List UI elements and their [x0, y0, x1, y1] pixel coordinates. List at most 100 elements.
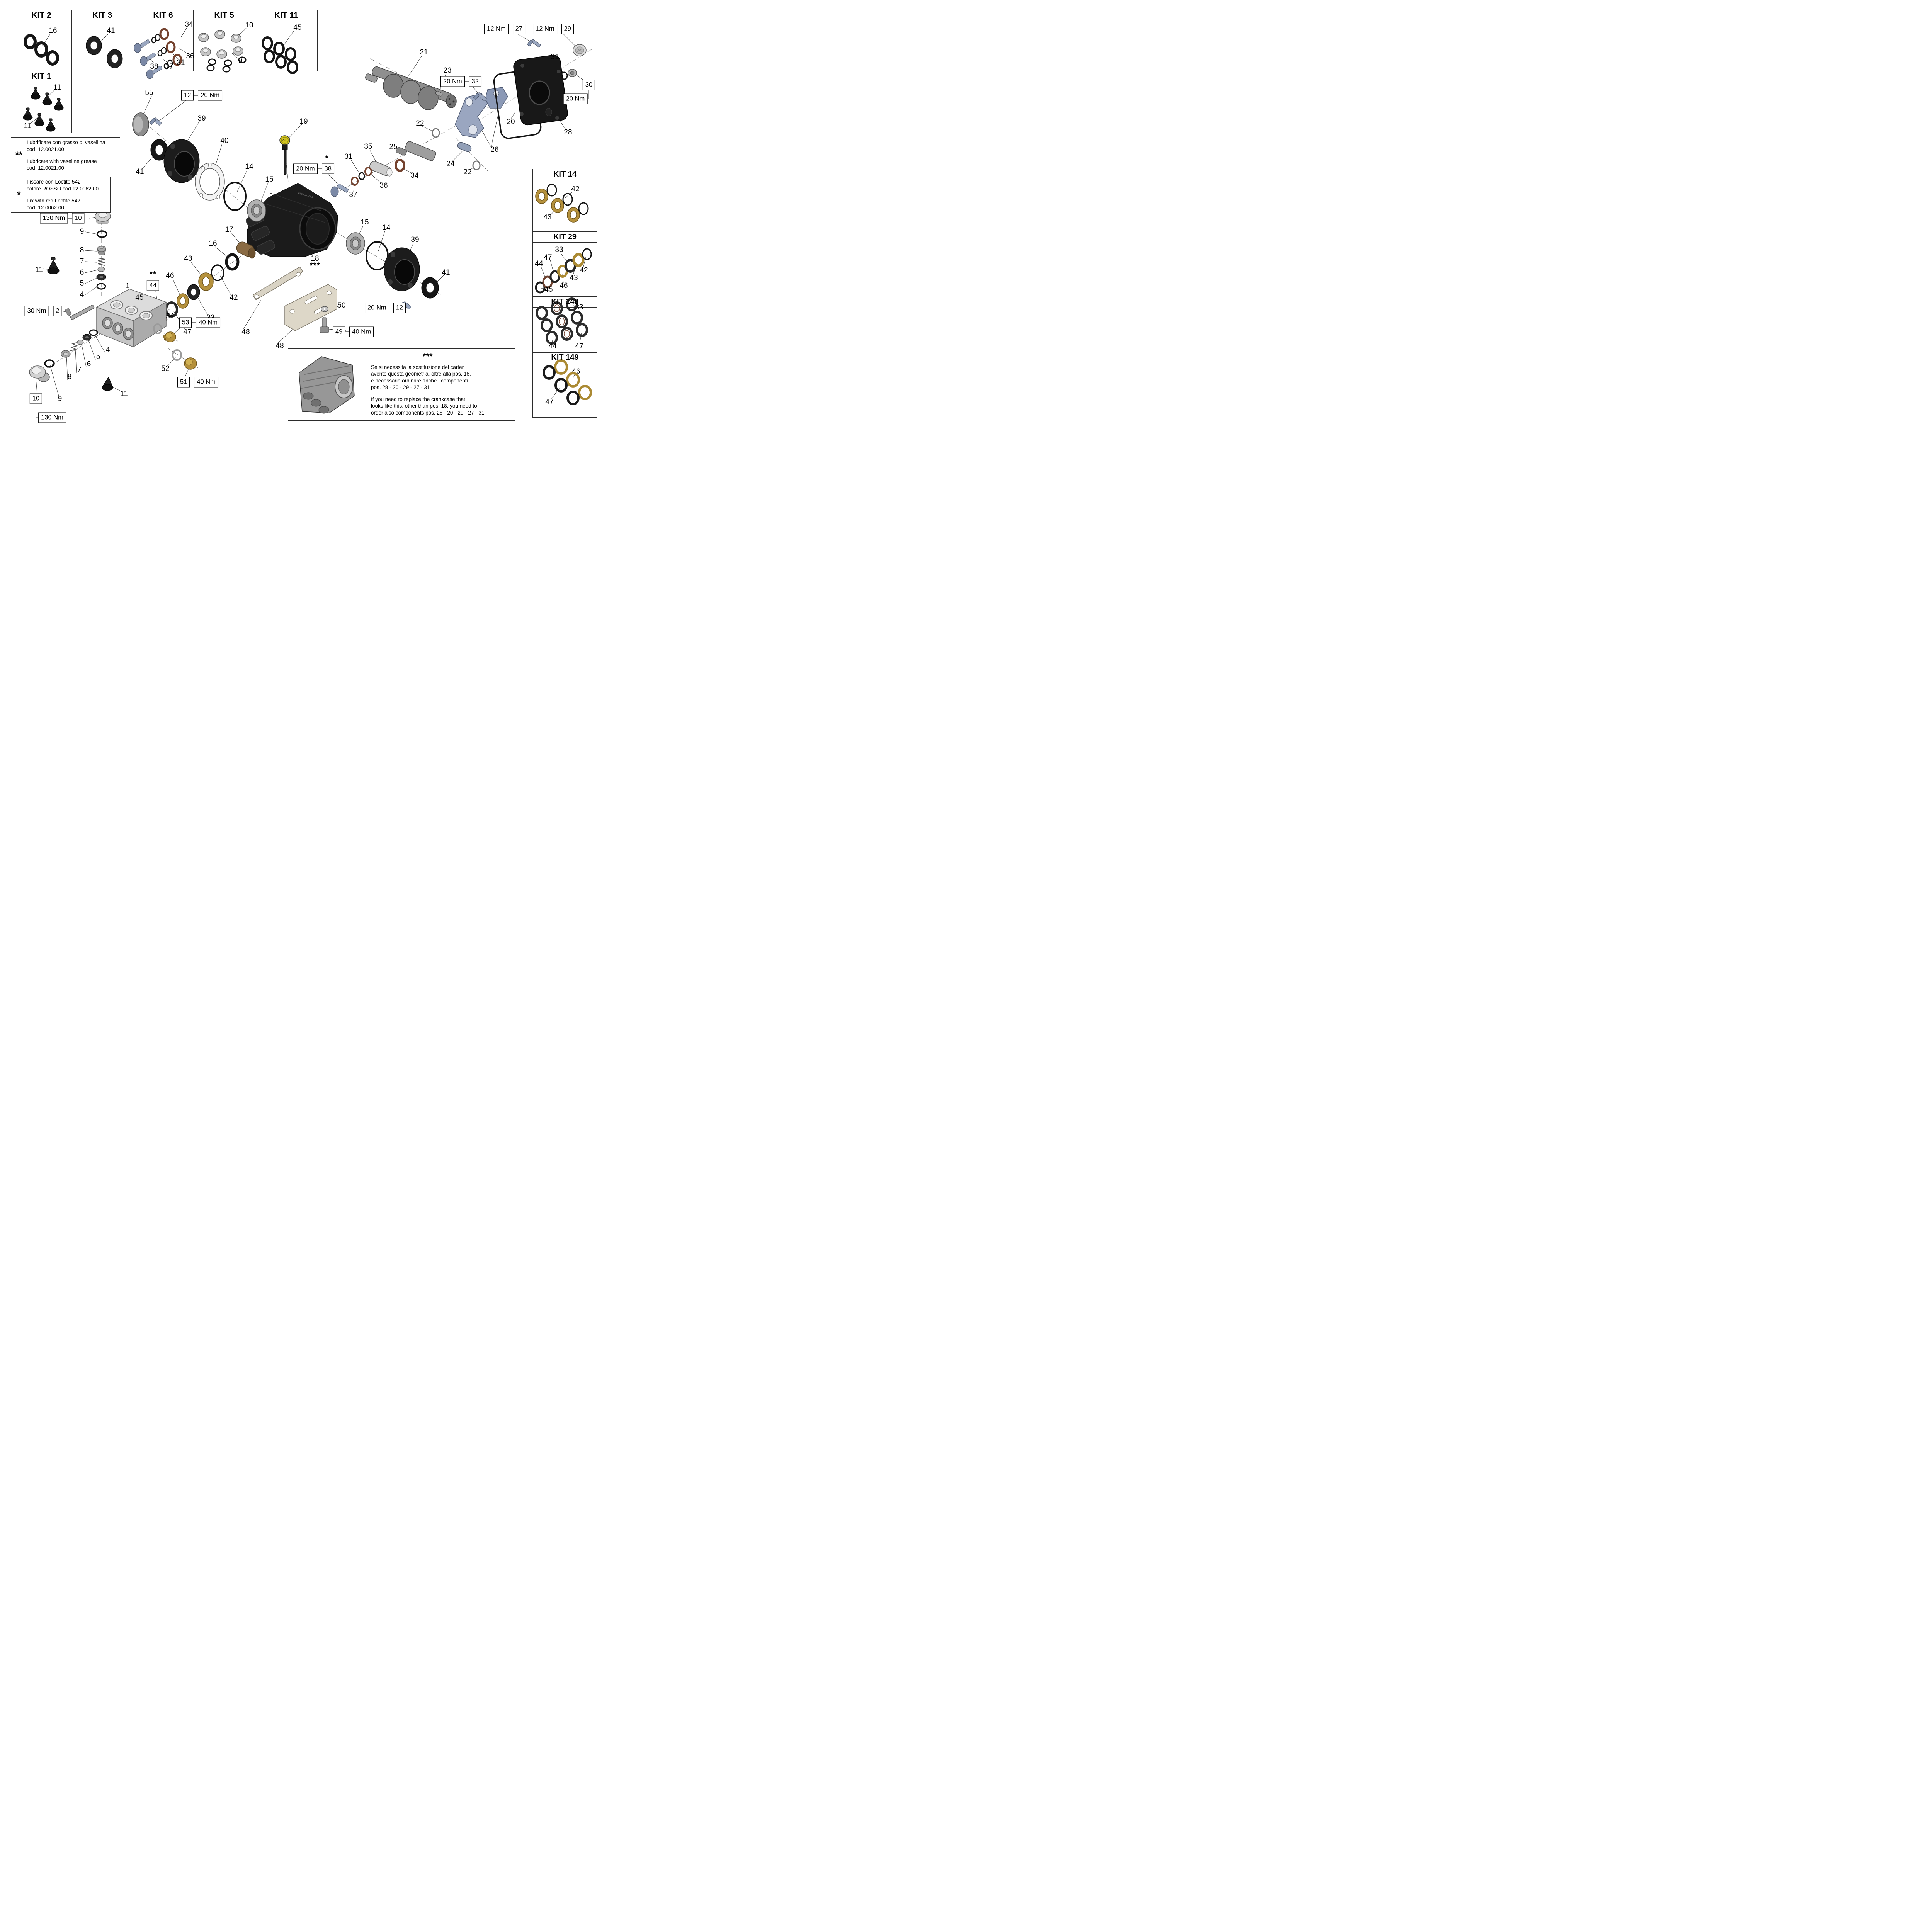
art-shape — [217, 31, 223, 36]
art-shape — [42, 99, 52, 105]
art-shape — [125, 330, 131, 338]
art-shape — [233, 35, 239, 39]
art-shape — [111, 54, 119, 63]
kit-title: KIT 1 — [11, 71, 71, 82]
note-line: If you need to replace the crankcase tha… — [371, 396, 465, 402]
art-shape — [287, 60, 298, 74]
art-shape — [541, 318, 553, 332]
art-shape — [289, 309, 295, 314]
leader-line — [452, 151, 463, 162]
note-line: colore ROSSO cod.12.0062.00 — [27, 186, 99, 192]
art-shape — [559, 318, 565, 325]
art-shape — [90, 41, 98, 50]
art-shape — [201, 34, 207, 39]
leader-line — [243, 299, 262, 330]
leader-line — [36, 379, 37, 394]
art-shape — [572, 253, 585, 267]
art-shape — [115, 325, 121, 332]
kit-title: KIT 11 — [255, 10, 317, 21]
art-shape — [304, 296, 318, 304]
art-shape — [473, 93, 480, 100]
art-shape — [37, 113, 41, 116]
art-shape — [555, 116, 559, 120]
art-shape — [557, 70, 561, 73]
art-shape — [257, 240, 275, 255]
center-axis — [456, 138, 488, 171]
art-shape — [23, 114, 33, 121]
kit-title: KIT 5 — [193, 10, 255, 21]
part-washer-54 — [153, 323, 162, 334]
art-shape — [100, 246, 104, 249]
art-shape — [47, 267, 60, 274]
leader-line — [143, 96, 152, 114]
leader-line — [575, 74, 587, 83]
art-shape — [163, 63, 169, 70]
part-oring-31 — [560, 71, 568, 80]
art-shape — [546, 184, 557, 197]
art-shape — [535, 281, 546, 294]
art-shape — [199, 168, 220, 195]
art-shape — [452, 100, 455, 103]
part-circlip-22 — [432, 128, 440, 138]
part-ring-16 — [225, 253, 240, 271]
part-washer-52 — [172, 349, 182, 361]
art-shape — [270, 193, 321, 211]
art-shape — [262, 36, 273, 50]
art-shape — [199, 193, 203, 197]
note-line: Fissare con Loctite 542 — [27, 179, 81, 185]
art-shape — [296, 272, 301, 277]
leader-line — [237, 169, 248, 192]
art-shape — [265, 204, 326, 223]
art-shape — [520, 112, 524, 116]
part-conrod-26 — [455, 93, 488, 138]
part-washer-36 — [364, 167, 372, 176]
kit-box-29: KIT 29 — [532, 231, 597, 297]
art-shape — [549, 270, 560, 283]
part-oring-9 — [44, 359, 55, 368]
part-circlip-22 — [472, 160, 481, 170]
art-shape — [97, 246, 106, 252]
art-shape — [188, 175, 192, 180]
part-washer-34-kit — [172, 54, 182, 66]
art-shape — [542, 275, 553, 289]
leader-line — [563, 34, 578, 48]
part-washer-34 — [395, 159, 405, 172]
part-oring-16 — [46, 50, 59, 66]
note-line: Lubrificare con grasso di vasellina — [27, 139, 105, 145]
part-washer-37 — [351, 177, 359, 186]
leader-line — [112, 387, 122, 392]
art-shape — [54, 105, 64, 111]
leader-line — [85, 231, 97, 235]
kit-box-5: KIT 5 — [193, 10, 255, 71]
leader-line — [232, 53, 239, 59]
kit-title: KIT 148 — [533, 297, 597, 308]
art-shape — [365, 73, 378, 83]
art-shape — [281, 137, 289, 144]
part-plunger-25 — [405, 141, 436, 161]
kit-box-1: KIT 1 — [11, 71, 72, 133]
art-shape — [206, 65, 215, 71]
art-shape — [159, 28, 169, 40]
art-shape — [529, 80, 550, 105]
art-shape — [566, 297, 578, 311]
art-shape — [284, 149, 287, 175]
art-shape — [85, 336, 89, 338]
part-disc-6 — [77, 340, 84, 345]
art-shape — [24, 34, 37, 49]
note-loctite: * Fissare con Loctite 542 colore ROSSO c… — [11, 177, 111, 213]
art-shape — [170, 144, 175, 149]
center-axis — [340, 97, 507, 191]
art-shape — [46, 126, 56, 132]
part-oring-14 — [223, 182, 247, 211]
art-shape — [134, 116, 143, 133]
art-shape — [391, 252, 395, 257]
art-shape — [167, 59, 173, 67]
art-shape — [527, 39, 533, 47]
art-shape — [394, 259, 415, 285]
art-shape — [576, 323, 588, 337]
art-shape — [449, 103, 451, 105]
part-bracket-48 — [253, 267, 303, 300]
art-shape — [31, 367, 41, 374]
art-shape — [31, 93, 41, 100]
art-shape — [446, 94, 457, 108]
